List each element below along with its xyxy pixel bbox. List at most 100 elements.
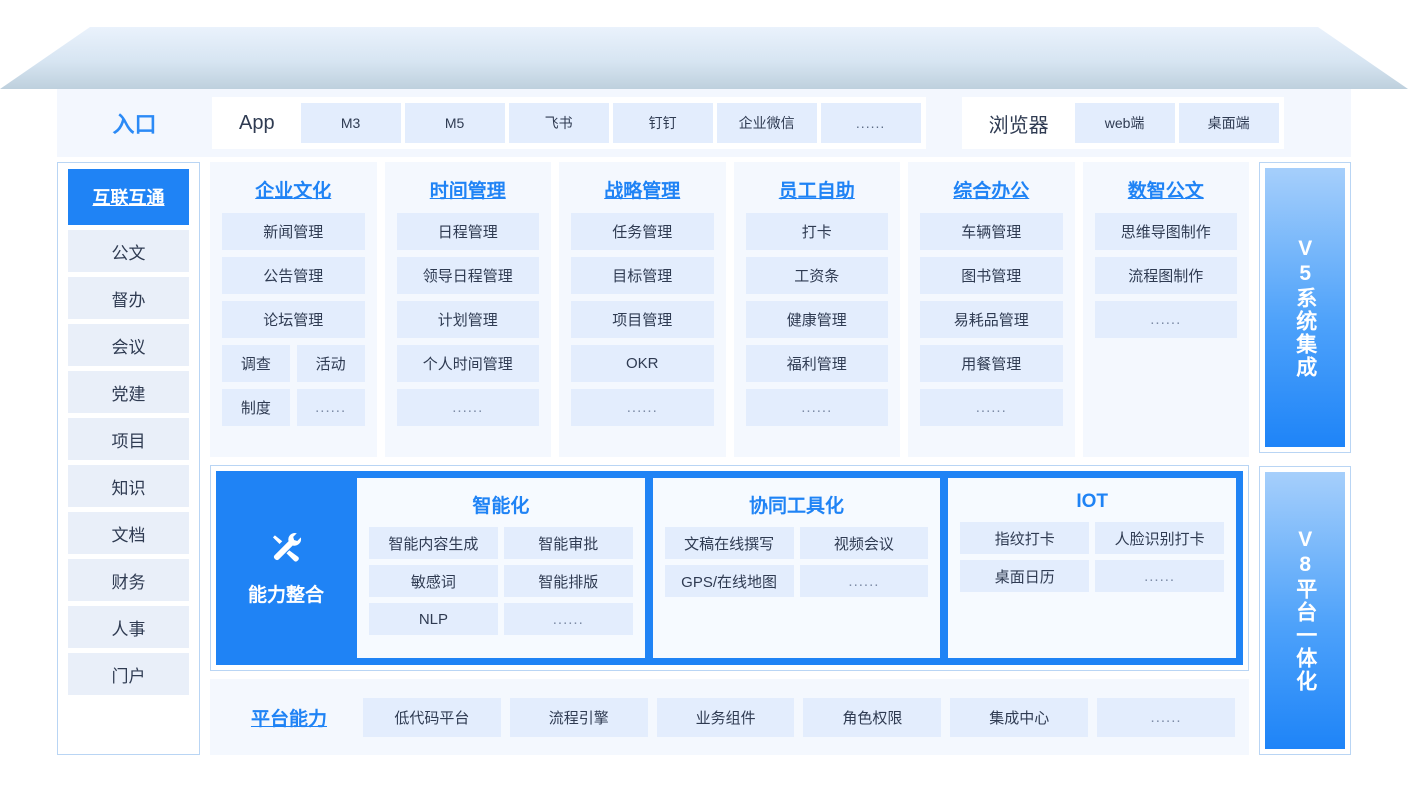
- sidebar-item-wendang[interactable]: 文档: [68, 512, 189, 554]
- capability-item[interactable]: 智能排版: [503, 565, 633, 597]
- module-row: 论坛管理: [222, 301, 365, 338]
- rail-inner-v5[interactable]: V5系统集成: [1265, 168, 1345, 447]
- platform-item-components[interactable]: 业务组件: [656, 697, 795, 737]
- rail-inner-v8[interactable]: V8平台一体化: [1265, 472, 1345, 749]
- module-row: OKR: [571, 345, 714, 382]
- capability-item[interactable]: NLP: [369, 603, 498, 635]
- module-item[interactable]: 公告管理: [222, 257, 365, 294]
- capability-panel-title: IOT: [1076, 491, 1109, 512]
- module-item[interactable]: 计划管理: [396, 301, 539, 338]
- module-item[interactable]: 活动: [296, 345, 365, 382]
- sidebar-item-xiangmu[interactable]: 项目: [68, 418, 189, 460]
- capability-row: 敏感词 智能排版: [369, 565, 633, 597]
- capability-item-more[interactable]: ......: [503, 603, 633, 635]
- entry-chip-m3[interactable]: M3: [300, 103, 401, 143]
- module-row: 健康管理: [745, 301, 888, 338]
- module-row: 日程管理: [396, 213, 539, 250]
- module-item[interactable]: 打卡: [745, 213, 888, 250]
- module-card-qiyewenhua: 企业文化 新闻管理 公告管理 论坛管理 调查 活动: [210, 162, 377, 457]
- module-item[interactable]: 图书管理: [920, 257, 1063, 294]
- capability-item-more[interactable]: ......: [799, 565, 929, 597]
- platform-item-lowcode[interactable]: 低代码平台: [363, 697, 501, 737]
- sidebar-item-zhishi[interactable]: 知识: [68, 465, 189, 507]
- module-card-zongheBangong: 综合办公 车辆管理 图书管理 易耗品管理 用餐管理: [908, 162, 1075, 457]
- module-item[interactable]: 调查: [222, 345, 290, 382]
- module-item-more[interactable]: ......: [1094, 301, 1237, 338]
- sidebar-item-huiyi[interactable]: 会议: [68, 324, 189, 366]
- module-row: 车辆管理: [920, 213, 1063, 250]
- module-item-more[interactable]: ......: [745, 389, 888, 426]
- module-row: ......: [396, 389, 539, 426]
- entry-chip-wecom[interactable]: 企业微信: [716, 103, 817, 143]
- module-item[interactable]: 目标管理: [571, 257, 714, 294]
- module-item[interactable]: 制度: [222, 389, 290, 426]
- module-item-more[interactable]: ......: [396, 389, 539, 426]
- module-item[interactable]: 福利管理: [745, 345, 888, 382]
- module-item-more[interactable]: ......: [571, 389, 714, 426]
- entry-chip-dingtalk[interactable]: 钉钉: [612, 103, 713, 143]
- entry-chip-m5[interactable]: M5: [404, 103, 505, 143]
- module-item-more[interactable]: ......: [920, 389, 1063, 426]
- entry-chip-more-app[interactable]: ......: [820, 103, 921, 143]
- capability-item-more[interactable]: ......: [1095, 560, 1225, 592]
- module-item[interactable]: 领导日程管理: [396, 257, 539, 294]
- module-item[interactable]: 任务管理: [571, 213, 714, 250]
- sidebar-item-duban[interactable]: 督办: [68, 277, 189, 319]
- perspective-lid: [0, 27, 1408, 89]
- platform-item-workflow[interactable]: 流程引擎: [509, 697, 648, 737]
- module-item[interactable]: 项目管理: [571, 301, 714, 338]
- module-item[interactable]: OKR: [571, 345, 714, 382]
- module-item[interactable]: 工资条: [745, 257, 888, 294]
- entry-chip-web[interactable]: web端: [1074, 103, 1175, 143]
- capability-item-grid: 文稿在线撰写 视频会议 GPS/在线地图 ......: [664, 527, 929, 597]
- module-row: 计划管理: [396, 301, 539, 338]
- capability-item[interactable]: 敏感词: [369, 565, 498, 597]
- module-card-zhanlveguanli: 战略管理 任务管理 目标管理 项目管理 OKR: [559, 162, 726, 457]
- body-region: 互联互通 公文 督办 会议 党建 项目 知识 文档 财务 人事 门户 企业文化 …: [57, 162, 1351, 755]
- module-item[interactable]: 易耗品管理: [920, 301, 1063, 338]
- platform-item-roles[interactable]: 角色权限: [803, 697, 942, 737]
- capability-item[interactable]: 智能内容生成: [369, 527, 498, 559]
- capability-row: NLP ......: [369, 603, 633, 635]
- module-item[interactable]: 日程管理: [396, 213, 539, 250]
- capability-item[interactable]: 指纹打卡: [960, 522, 1090, 554]
- module-grid: 企业文化 新闻管理 公告管理 论坛管理 调查 活动: [210, 162, 1249, 457]
- module-title: 企业文化: [255, 181, 332, 202]
- module-item[interactable]: 健康管理: [745, 301, 888, 338]
- entry-chip-feishu[interactable]: 飞书: [508, 103, 609, 143]
- module-title: 员工自助: [778, 181, 855, 202]
- module-item[interactable]: 论坛管理: [222, 301, 365, 338]
- sidebar-item-renshi[interactable]: 人事: [68, 606, 189, 648]
- tools-icon: [272, 532, 302, 562]
- capability-item[interactable]: GPS/在线地图: [664, 565, 794, 597]
- sidebar-item-hulianhutong[interactable]: 互联互通: [68, 169, 189, 225]
- module-item[interactable]: 思维导图制作: [1094, 213, 1237, 250]
- module-item[interactable]: 个人时间管理: [396, 345, 539, 382]
- module-item[interactable]: 车辆管理: [920, 213, 1063, 250]
- sidebar-item-menhu[interactable]: 门户: [68, 653, 189, 695]
- module-title: 综合办公: [953, 181, 1030, 202]
- module-item-list: 车辆管理 图书管理 易耗品管理 用餐管理 ......: [920, 213, 1063, 426]
- module-row: ......: [571, 389, 714, 426]
- platform-item-integration[interactable]: 集成中心: [950, 697, 1089, 737]
- module-item-more[interactable]: ......: [296, 389, 365, 426]
- capability-item[interactable]: 文稿在线撰写: [664, 527, 794, 559]
- module-item-list: 新闻管理 公告管理 论坛管理 调查 活动 制度: [222, 213, 365, 426]
- sidebar-item-caiwu[interactable]: 财务: [68, 559, 189, 601]
- capability-item[interactable]: 视频会议: [799, 527, 929, 559]
- module-row: 制度 ......: [222, 389, 365, 426]
- entry-group-browser: 浏览器 web端 桌面端: [961, 97, 1284, 149]
- module-item[interactable]: 用餐管理: [920, 345, 1063, 382]
- platform-item-more[interactable]: ......: [1097, 697, 1235, 737]
- entry-chip-desktop[interactable]: 桌面端: [1178, 103, 1279, 143]
- capability-item[interactable]: 桌面日历: [960, 560, 1090, 592]
- sidebar-item-dangjian[interactable]: 党建: [68, 371, 189, 413]
- version-rails: V5系统集成 V8平台一体化: [1259, 162, 1351, 755]
- sidebar: 互联互通 公文 督办 会议 党建 项目 知识 文档 财务 人事 门户: [57, 162, 200, 755]
- module-item[interactable]: 新闻管理: [222, 213, 365, 250]
- sidebar-item-gongwen[interactable]: 公文: [68, 230, 189, 272]
- rail-frame-v5: V5系统集成: [1259, 162, 1351, 453]
- module-item[interactable]: 流程图制作: [1094, 257, 1237, 294]
- capability-item[interactable]: 智能审批: [503, 527, 633, 559]
- capability-item[interactable]: 人脸识别打卡: [1095, 522, 1225, 554]
